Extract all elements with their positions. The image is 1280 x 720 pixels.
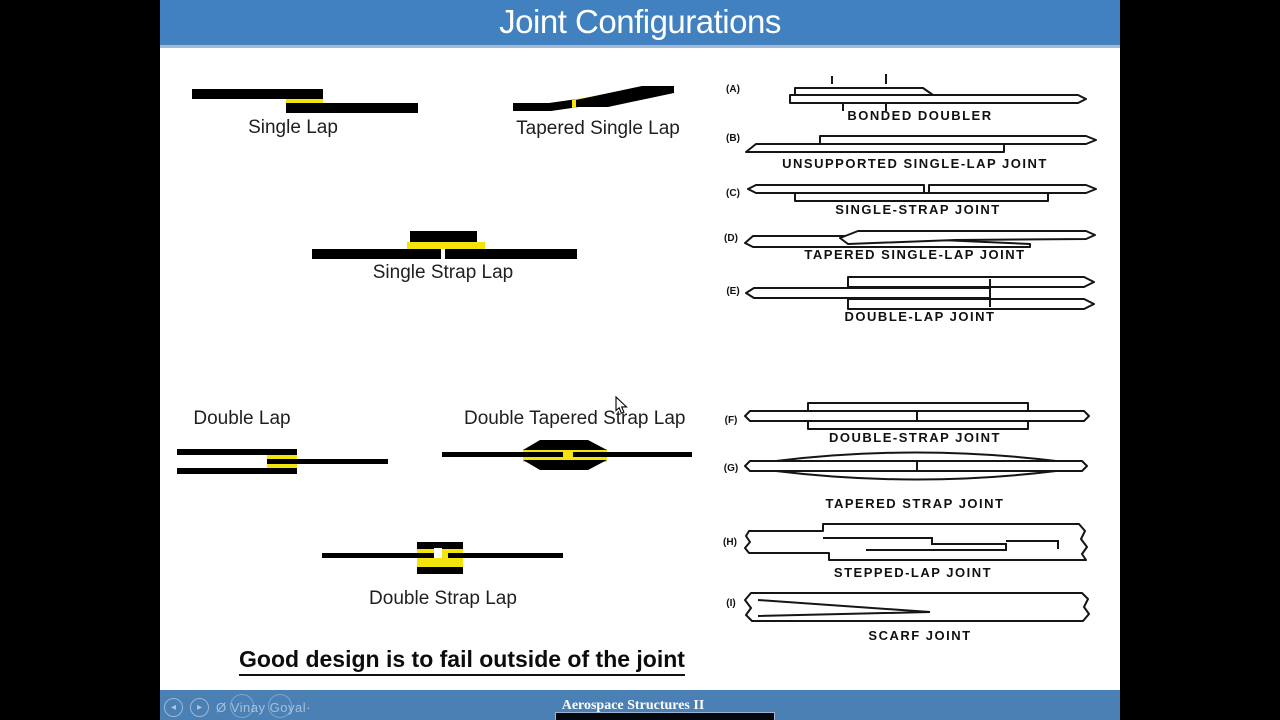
diagram-label: Tapered Single Lap xyxy=(516,118,680,139)
panel-caption: SCARF JOINT xyxy=(868,628,971,643)
watermark-text-wrap: Ø Vinay Goyal· xyxy=(216,694,311,718)
prev-button[interactable]: ◂ xyxy=(164,697,183,717)
diagram-label: Double Strap Lap xyxy=(369,588,517,609)
adherend-bar xyxy=(177,468,297,474)
diagram-label: Double Lap xyxy=(193,408,291,429)
panel-letter: (D) xyxy=(724,233,738,244)
diagram-label: Single Lap xyxy=(248,117,338,138)
panel-caption: TAPERED SINGLE-LAP JOINT xyxy=(804,247,1025,262)
watermark-circle xyxy=(268,694,292,718)
slide: Joint Configurations Single Lap Tapered … xyxy=(160,0,1120,720)
adherend-bar xyxy=(267,459,388,464)
adhesive-layer xyxy=(407,242,485,249)
panel-letter: (F) xyxy=(725,415,738,426)
key-takeaway: Good design is to fail outside of the jo… xyxy=(202,646,722,676)
double-tapered-strap-drawing xyxy=(442,440,692,470)
panel-caption: UNSUPPORTED SINGLE-LAP JOINT xyxy=(782,156,1048,171)
strap-bar xyxy=(417,567,463,574)
panel-letter: (H) xyxy=(723,537,737,548)
diagram-label: Double Tapered Strap Lap xyxy=(464,408,686,429)
strap-bar xyxy=(417,542,463,549)
panel-caption: STEPPED-LAP JOINT xyxy=(834,565,992,580)
page-title: Joint Configurations xyxy=(499,3,781,40)
panel-letter: (I) xyxy=(726,598,735,609)
watermark-circle xyxy=(230,694,254,718)
joint-types-figure: (A) BONDED DOUBLER (B) UNSUPPORTED SINGL… xyxy=(723,74,1097,643)
adhesive-layer xyxy=(267,455,297,459)
adhesive-layer xyxy=(286,97,323,104)
butt-gap xyxy=(441,249,445,259)
prev-arrow-icon: ◂ xyxy=(170,701,177,713)
key-takeaway-text: Good design is to fail outside of the jo… xyxy=(239,646,685,676)
diagram-label: Single Strap Lap xyxy=(372,262,514,283)
adherend-bar xyxy=(286,103,418,113)
adhesive-layer xyxy=(267,464,297,468)
panel-caption: DOUBLE-STRAP JOINT xyxy=(829,430,1001,445)
panel-letter: (B) xyxy=(726,133,740,144)
next-button[interactable]: ▸ xyxy=(190,697,209,717)
panel-letter: (A) xyxy=(726,84,740,95)
strap-bar xyxy=(410,231,477,242)
cursor-icon xyxy=(615,396,628,414)
panel-letter: (G) xyxy=(724,463,738,474)
adherend-bar xyxy=(448,553,563,558)
next-arrow-icon: ▸ xyxy=(196,701,203,713)
panel-letter: (E) xyxy=(726,286,739,297)
adherend-bar xyxy=(192,89,323,99)
tapered-single-lap-drawing xyxy=(513,86,674,111)
author-watermark: ◂ ▸ Ø Vinay Goyal· xyxy=(164,694,311,718)
title-bar-edge xyxy=(160,45,1120,48)
adherend-bar xyxy=(322,553,434,558)
panel-caption: TAPERED STRAP JOINT xyxy=(826,496,1005,511)
panel-letter: (C) xyxy=(726,188,740,199)
panel-caption: DOUBLE-LAP JOINT xyxy=(845,309,996,324)
course-title: Aerospace Structures II xyxy=(561,698,705,713)
adherend-bar xyxy=(177,449,297,455)
caption-box xyxy=(555,712,775,720)
butt-gap xyxy=(434,548,442,558)
panel-caption: SINGLE-STRAP JOINT xyxy=(835,202,1000,217)
slide-title-bar: Joint Configurations xyxy=(160,0,1120,45)
panel-caption: BONDED DOUBLER xyxy=(847,108,992,123)
